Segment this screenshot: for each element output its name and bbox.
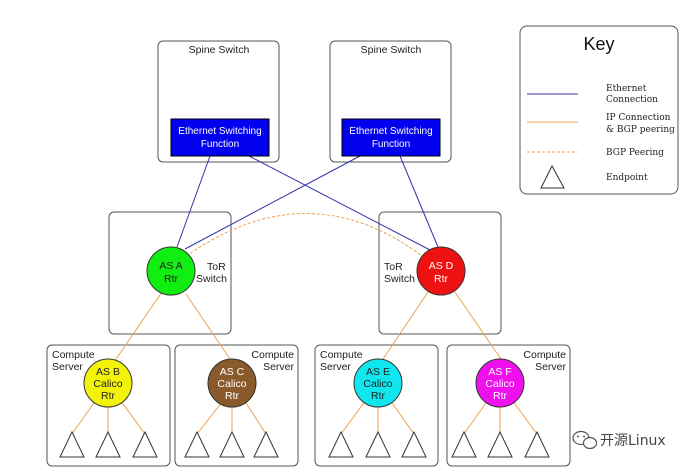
endpoint-icon [219, 430, 245, 458]
server-4-label-1: Compute [523, 349, 566, 361]
server-3-label-2: Server [320, 361, 351, 373]
server-2-router-label-2: Calico [217, 378, 246, 390]
endpoint-icon [132, 430, 158, 458]
endpoint-icon [365, 430, 391, 458]
tor-1-label-2: Switch [196, 273, 227, 285]
spine-switch-2-title: Spine Switch [361, 44, 422, 56]
endpoints [59, 430, 550, 458]
endpoint-link [463, 399, 489, 435]
legend-ethernet-label-1: Ethernet [606, 84, 647, 94]
legend-ip-label-2: & BGP peering [606, 125, 675, 135]
server-2-label-1: Compute [251, 349, 294, 361]
server-4-router-label-2: Calico [485, 378, 514, 390]
server-4-router [475, 358, 525, 408]
endpoint-link [119, 399, 146, 435]
server-1-router-label-2: Calico [93, 378, 122, 390]
tor-1-router-label-1: AS A [159, 260, 182, 272]
legend-ethernet-label-2: Connection [606, 95, 658, 105]
endpoint-link [196, 401, 223, 435]
tor-2-router-label-2: Rtr [434, 273, 449, 285]
ethernet-link-spine2-tor2 [399, 155, 439, 248]
endpoint-icon [401, 430, 427, 458]
ip-link-tor1-server1 [113, 291, 163, 363]
server-2-label-2: Server [263, 361, 294, 373]
server-3-router-label-2: Calico [363, 378, 392, 390]
spine-2-function-label-1: Ethernet Switching [349, 126, 432, 137]
server-3-router [353, 358, 403, 408]
wechat-icon [572, 430, 598, 450]
server-3-label-1: Compute [320, 349, 363, 361]
tor-1-router [146, 246, 196, 296]
server-1-label-2: Server [52, 361, 83, 373]
server-1-router [83, 358, 133, 408]
tor-2-router-label-1: AS D [429, 260, 454, 272]
tor-2-router [416, 246, 466, 296]
endpoint-icon [95, 430, 121, 458]
server-2-router-label-1: AS C [220, 366, 245, 378]
spine-switch-1-title: Spine Switch [189, 44, 250, 56]
legend-endpoint-icon [540, 164, 565, 189]
endpoint-links [71, 399, 538, 435]
ethernet-link-spine1-tor2 [248, 155, 433, 252]
legend-ip-label-1: IP Connection [606, 113, 671, 123]
endpoint-icon [487, 430, 513, 458]
server-3-router-label-3: Rtr [371, 390, 386, 402]
endpoint-link [389, 399, 415, 435]
tor-2-label-2: Switch [384, 273, 415, 285]
spine-2-function-label-2: Function [372, 139, 410, 150]
server-4-router-label-1: AS F [488, 366, 511, 378]
server-4-label-2: Server [535, 361, 566, 373]
spine-1-function-label-2: Function [201, 139, 239, 150]
spine-1-function-box [170, 118, 270, 157]
endpoint-icon [253, 430, 279, 458]
legend: Key Ethernet Connection IP Connection & … [519, 25, 679, 195]
server-1-label-1: Compute [52, 349, 95, 361]
legend-bgp-label: BGP Peering [606, 148, 664, 158]
tor-1-router-label-2: Rtr [164, 273, 179, 285]
ethernet-link-spine1-tor1 [176, 155, 211, 248]
bgp-peering-arc [177, 213, 431, 263]
spine-2-function-box [341, 118, 441, 157]
ip-link-tor2-server3 [380, 291, 429, 363]
endpoint-icon [184, 430, 210, 458]
legend-endpoint-label: Endpoint [606, 173, 648, 183]
endpoint-icon [451, 430, 477, 458]
endpoint-icon [328, 430, 354, 458]
ip-link-tor1-server2 [185, 293, 233, 363]
spine-1-function-label-1: Ethernet Switching [178, 126, 261, 137]
endpoint-link [71, 399, 97, 435]
ethernet-link-spine2-tor1 [184, 155, 361, 250]
server-1-router-label-3: Rtr [101, 390, 116, 402]
watermark: 开源Linux [572, 430, 666, 450]
ip-link-tor2-server4 [454, 291, 504, 363]
endpoint-link [243, 399, 267, 435]
watermark-text: 开源Linux [600, 433, 666, 449]
legend-title: Key [583, 34, 614, 54]
server-4-router-label-3: Rtr [493, 390, 508, 402]
tor-2-label-1: ToR [384, 261, 403, 273]
endpoint-link [340, 399, 367, 435]
server-1-router-label-1: AS B [96, 366, 120, 378]
server-3-router-label-1: AS E [366, 366, 390, 378]
server-2-router-label-3: Rtr [225, 390, 240, 402]
endpoint-icon [524, 430, 550, 458]
endpoint-icon [59, 430, 85, 458]
tor-1-label-1: ToR [207, 261, 226, 273]
server-2-router [207, 358, 257, 408]
endpoint-link [511, 399, 538, 435]
